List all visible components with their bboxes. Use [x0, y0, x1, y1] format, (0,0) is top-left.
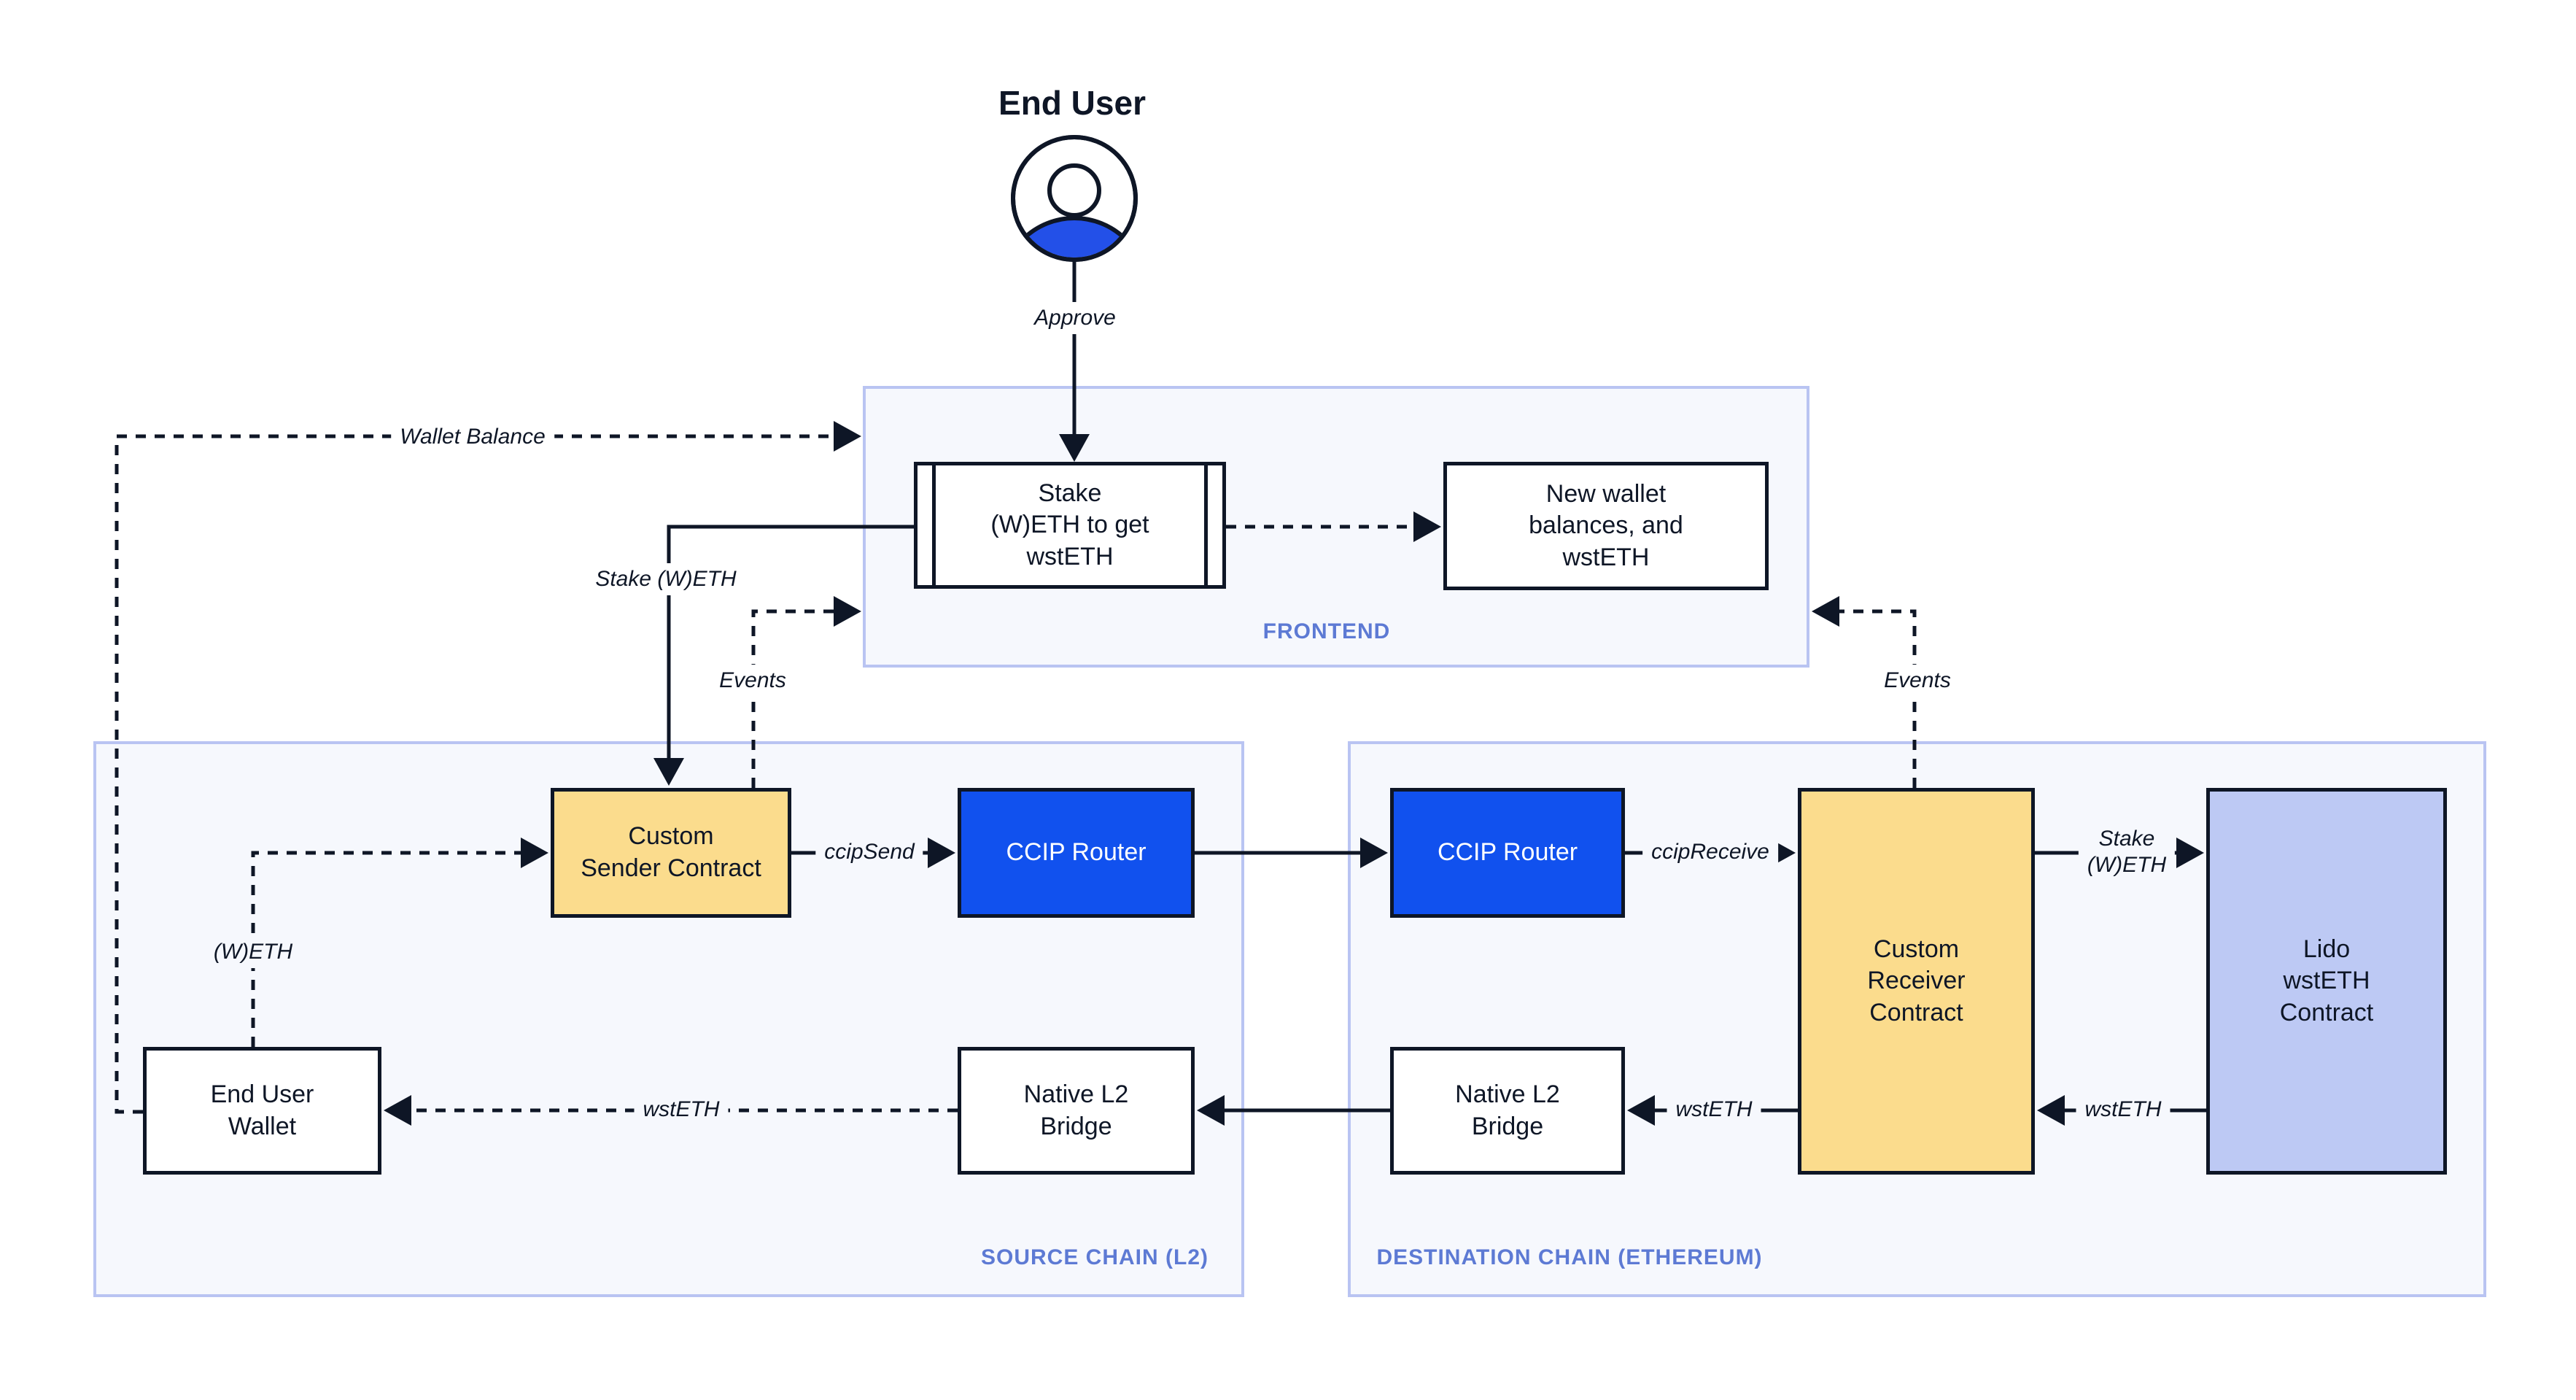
node-ccip-router-destination-label: CCIP Router	[1437, 838, 1578, 867]
edge-label-ccip-receive: ccipReceive	[1642, 836, 1778, 868]
node-lido-wsteth-contract-label: Lido wstETH Contract	[2279, 935, 2374, 1026]
edge-label-stake-weth-right: Stake (W)ETH	[2078, 823, 2176, 881]
edge-label-approve: Approve	[1025, 302, 1125, 334]
source-chain-label: SOURCE CHAIN (L2)	[980, 1245, 1209, 1269]
node-ccip-router-destination: CCIP Router	[1390, 788, 1625, 918]
node-native-l2-bridge-source: Native L2 Bridge	[958, 1047, 1195, 1175]
subroutine-line-left	[932, 465, 936, 585]
destination-chain-label: DESTINATION CHAIN (ETHEREUM)	[1376, 1245, 1763, 1269]
node-native-l2-bridge-destination: Native L2 Bridge	[1390, 1047, 1625, 1175]
node-stake-form: Stake (W)ETH to get wstETH	[914, 462, 1226, 589]
node-native-l2-bridge-destination-label: Native L2 Bridge	[1455, 1080, 1560, 1140]
node-custom-receiver-contract: Custom Receiver Contract	[1798, 788, 2035, 1175]
edge-wallet-balance	[115, 421, 861, 1114]
edge-label-wsteth-bridge-to-wallet: wstETH	[634, 1094, 729, 1126]
edge-stake-weth-left	[653, 525, 914, 786]
edge-approve	[1059, 260, 1090, 462]
edge-label-weth: (W)ETH	[204, 936, 302, 968]
edge-weth	[251, 838, 548, 1047]
edge-router-to-router	[1195, 838, 1388, 868]
node-end-user-wallet-label: End User Wallet	[210, 1080, 314, 1140]
edge-bridge-to-bridge	[1197, 1095, 1390, 1126]
node-lido-wsteth-contract: Lido wstETH Contract	[2206, 788, 2447, 1175]
node-new-wallet-balances-label: New wallet balances, and wstETH	[1529, 479, 1683, 571]
edge-stake-to-new-wallet	[1226, 511, 1441, 542]
end-user-title: End User	[998, 84, 1146, 122]
subroutine-line-right	[1204, 465, 1208, 585]
edge-label-wsteth-receiver-to-bridge: wstETH	[1667, 1094, 1761, 1126]
node-custom-receiver-contract-label: Custom Receiver Contract	[1867, 935, 1966, 1026]
node-ccip-router-source: CCIP Router	[958, 788, 1195, 918]
edge-events-right	[1812, 596, 1917, 788]
node-native-l2-bridge-source-label: Native L2 Bridge	[1023, 1080, 1129, 1140]
edge-label-events-right: Events	[1875, 665, 1960, 697]
node-stake-form-label: Stake (W)ETH to get wstETH	[990, 479, 1149, 571]
node-new-wallet-balances: New wallet balances, and wstETH	[1443, 462, 1769, 590]
edge-events-left	[751, 596, 861, 788]
node-custom-sender-contract-label: Custom Sender Contract	[581, 822, 761, 882]
edge-label-events-left: Events	[710, 665, 795, 697]
node-end-user-wallet: End User Wallet	[143, 1047, 381, 1175]
edge-label-stake-weth-left: Stake (W)ETH	[586, 563, 745, 595]
node-ccip-router-source-label: CCIP Router	[1006, 838, 1147, 867]
edge-label-wsteth-lido-to-receiver: wstETH	[2076, 1094, 2170, 1126]
node-custom-sender-contract: Custom Sender Contract	[551, 788, 791, 918]
edge-label-ccip-send: ccipSend	[815, 836, 923, 868]
frontend-label: FRONTEND	[1262, 619, 1391, 643]
edge-label-wallet-balance: Wallet Balance	[391, 421, 554, 453]
